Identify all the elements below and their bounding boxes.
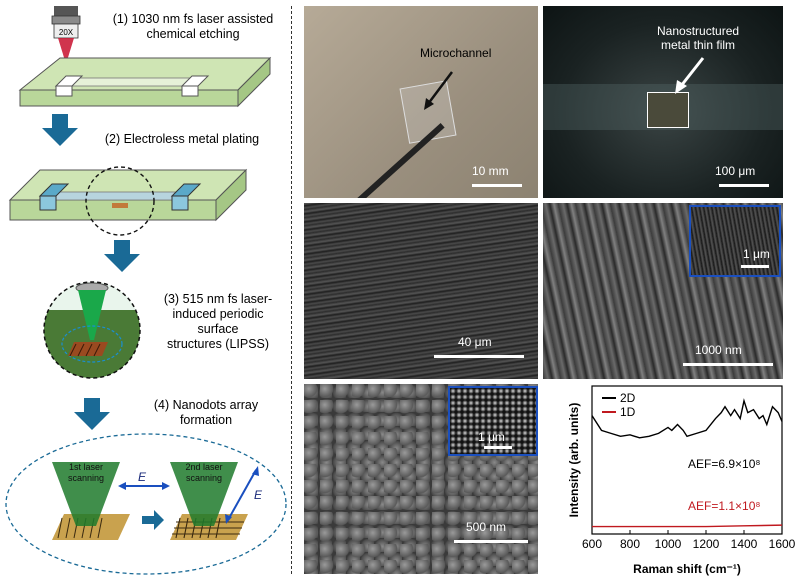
x-tick-label: 1600 [769, 537, 796, 551]
second-scan-line2: scanning [185, 473, 223, 483]
down-arrow-1 [42, 114, 78, 146]
second-scan-line1: 2nd laser [185, 462, 223, 472]
inset-scale-label-e: 1 μm [478, 430, 505, 444]
x-tick-label: 800 [620, 537, 640, 551]
field-label-2: E [254, 488, 263, 502]
first-scan-line1: 1st laser [68, 462, 103, 472]
scale-label-a: 10 mm [472, 164, 509, 178]
sem-nanodots: 1 μm 500 nm [304, 384, 538, 574]
step2-label: (2) Electroless metal plating [104, 132, 260, 146]
glass-chip-2 [8, 166, 248, 236]
microchannel-label: Microchannel [420, 46, 492, 60]
step1-line1: (1) 1030 nm fs laser assisted [112, 12, 274, 26]
step3-line1: (3) 515 nm fs laser- [163, 292, 273, 306]
inset-d: 1 μm [689, 205, 781, 277]
objective-label: 20X [59, 28, 74, 37]
scale-label-c: 40 μm [458, 335, 492, 349]
microchannel-arrow [424, 71, 453, 110]
aef-1d-label: AEF=1.1×10⁸ [688, 499, 760, 513]
step3-label: (3) 515 nm fs laser- induced periodic su… [148, 292, 288, 352]
scale-label-b: 100 μm [715, 164, 756, 178]
step3-line2: induced periodic [172, 307, 264, 321]
x-tick-label: 1400 [731, 537, 758, 551]
first-scan-line2: scanning [67, 473, 105, 483]
series-line-2d [591, 398, 783, 439]
lipss-circle [43, 281, 141, 379]
legend-label-2d: 2D [620, 391, 636, 405]
scalebar-e [454, 540, 528, 543]
second-scan-label: 2nd laser scanning [174, 462, 234, 484]
inset-e: 1 μm [448, 386, 538, 456]
step1-line2: chemical etching [146, 27, 240, 41]
x-tick-label: 1200 [693, 537, 720, 551]
aef-2d-label: AEF=6.9×10⁸ [688, 457, 760, 471]
glass-chip-1 [18, 56, 272, 108]
y-axis-label: Intensity (arb. units) [567, 403, 581, 518]
film-arrow [675, 57, 705, 94]
scale-label-e: 500 nm [466, 520, 507, 534]
step4-line1: (4) Nanodots array [153, 398, 259, 412]
film-box [647, 92, 689, 128]
field-label-1: E [138, 470, 147, 484]
step3-line3: surface [197, 322, 239, 336]
schematic-drawings: 20X [5, 6, 287, 575]
film-label-line1: Nanostructured [657, 24, 740, 38]
raman-chart: 600 800 1000 1200 1400 1600 2D 1D AEF=6.9×10⁸… [567, 385, 796, 576]
scalebar-c [434, 355, 524, 358]
sem-lipss-high: 1 μm 1000 nm [543, 203, 783, 379]
film-label: Nanostructured metal thin film [657, 24, 739, 52]
down-arrow-2 [104, 240, 140, 272]
scalebar-d [683, 363, 773, 366]
legend-label-1d: 1D [620, 405, 636, 419]
series-layer [591, 398, 783, 528]
plot-frame [591, 385, 783, 535]
scale-label-d: 1000 nm [695, 343, 742, 357]
step3-line4: structures (LIPSS) [166, 337, 270, 351]
step4-label: (4) Nanodots array formation [136, 398, 276, 428]
zoom-circle [85, 166, 155, 236]
objective-lens: 20X [51, 6, 81, 64]
inset-scalebar-d [741, 265, 769, 268]
nanodot-ellipse [5, 433, 287, 575]
scalebar-a [472, 184, 522, 187]
x-tick-label: 1000 [655, 537, 682, 551]
first-scan-label: 1st laser scanning [56, 462, 116, 484]
down-arrow-3 [74, 398, 110, 430]
series-line-1d [592, 524, 783, 528]
step1-label: (1) 1030 nm fs laser assisted chemical e… [88, 12, 298, 42]
scalebar-b [719, 184, 769, 187]
photo-chip: Microchannel 10 mm [304, 6, 538, 198]
x-axis-label: Raman shift (cm⁻¹) [633, 562, 741, 576]
step4-line2: formation [179, 413, 233, 427]
inset-scalebar-e [484, 446, 512, 449]
divider [291, 6, 292, 574]
inset-scale-label-d: 1 μm [743, 247, 770, 261]
tick-layer: 600 800 1000 1200 1400 1600 [582, 530, 796, 551]
sem-lipss-low: 40 μm [304, 203, 538, 379]
x-tick-label: 600 [582, 537, 602, 551]
photo-film: Nanostructured metal thin film 100 μm [543, 6, 783, 198]
film-label-line2: metal thin film [661, 38, 736, 52]
